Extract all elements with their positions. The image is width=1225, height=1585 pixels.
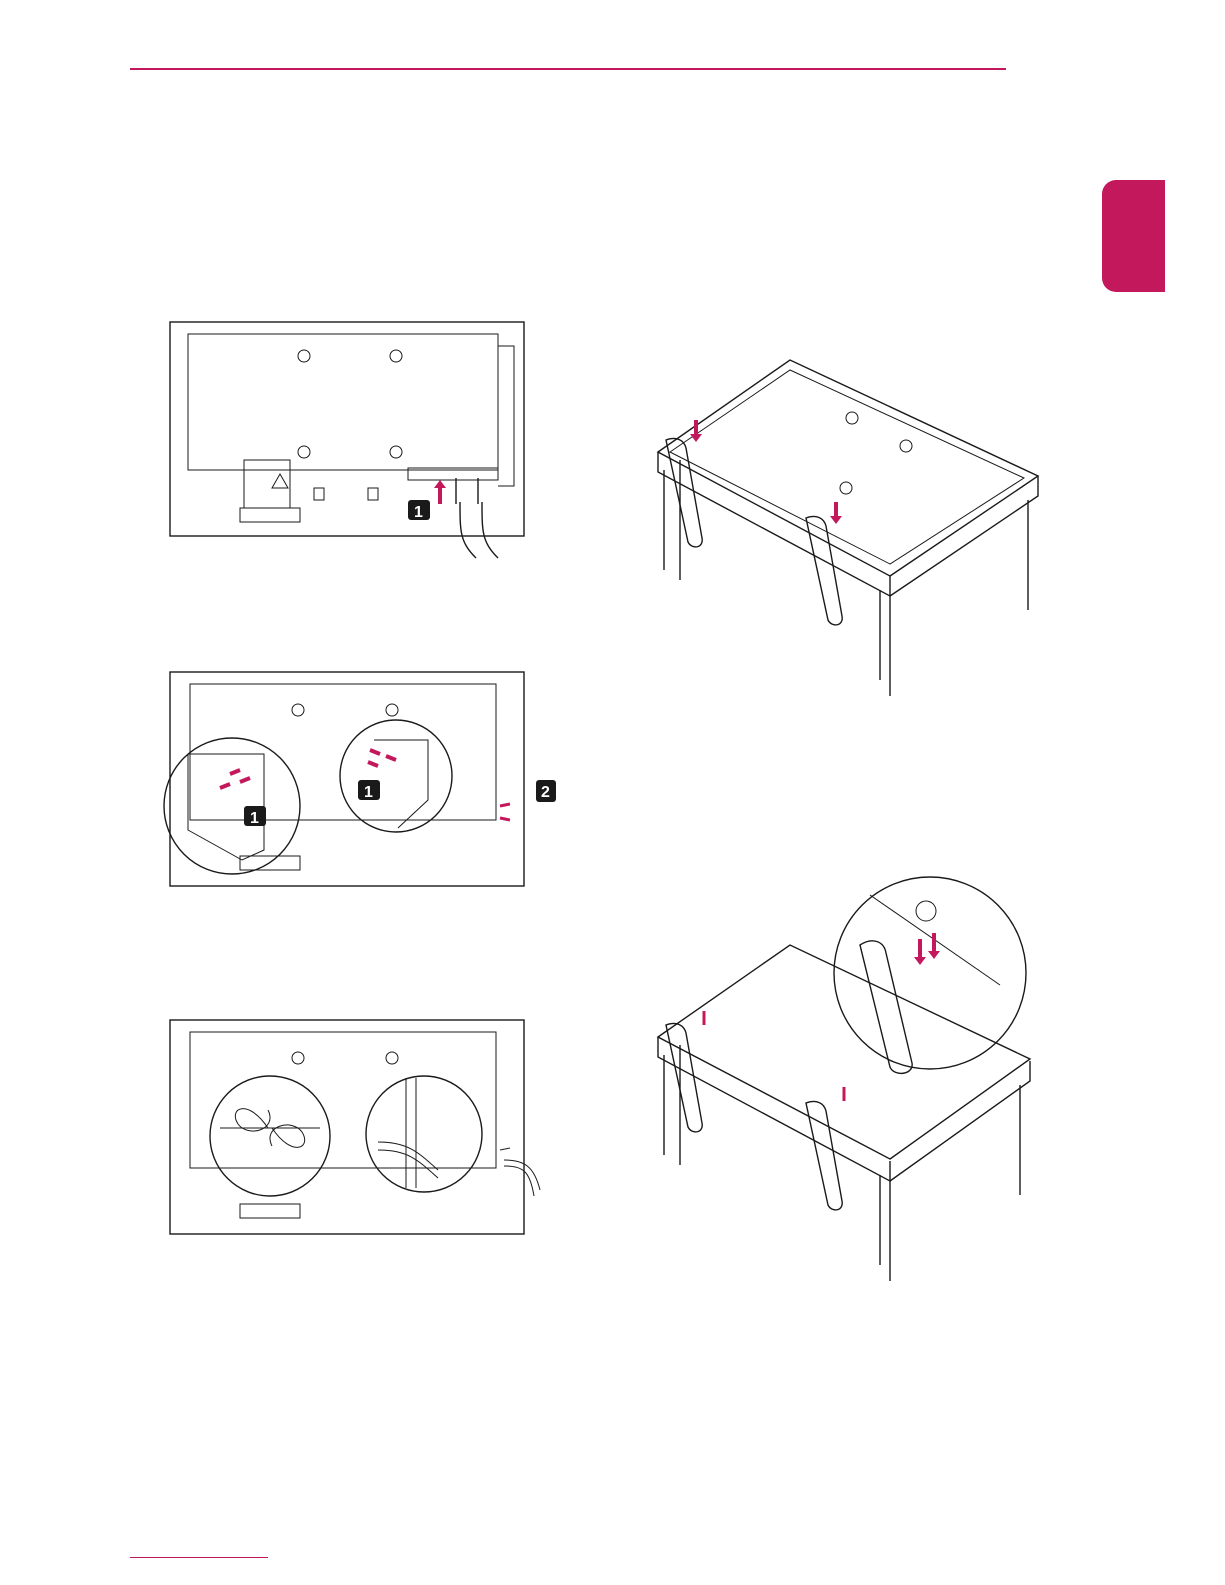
- table-legs: [664, 460, 1028, 696]
- down-arrow-icon: [690, 434, 702, 442]
- footer-rule: [130, 1557, 268, 1558]
- stand-right: [806, 516, 842, 625]
- vesa-hole-icon: [916, 901, 936, 921]
- zoom-callout-right: [340, 720, 452, 832]
- cable-lines: [378, 1078, 438, 1188]
- step-badge-label: 1: [414, 504, 423, 521]
- step-badge-label: 2: [541, 784, 550, 801]
- monitor-back-panel: [170, 1020, 524, 1234]
- cable-tie-icon: [220, 1109, 320, 1148]
- header-rule: [130, 68, 1006, 70]
- step-badge-label: 1: [250, 810, 259, 827]
- monitor-back-panel: [170, 672, 524, 886]
- table-legs: [664, 1045, 1020, 1281]
- zoom-callout-left: [164, 738, 300, 874]
- step-badge-label: 1: [364, 784, 373, 801]
- figure-remove-cables: 1: [168, 320, 528, 570]
- monitor-face-down: [658, 360, 1038, 576]
- vesa-hole-icon: [292, 704, 304, 716]
- language-tab[interactable]: [1102, 180, 1165, 292]
- vesa-hole-icon: [292, 1052, 304, 1064]
- stand-right-zoomed: [860, 941, 912, 1074]
- screw-down-arrow-icon: [914, 951, 940, 965]
- power-socket-plate: [244, 460, 290, 508]
- zoom-callout-cable-route: [366, 1076, 482, 1192]
- figure-tie-cables: [160, 1018, 550, 1243]
- zoom-callout-screws: [834, 877, 1026, 1069]
- monitor-back-panel: [170, 322, 524, 536]
- figure-attach-brackets: 1 1 2: [160, 670, 560, 895]
- cable-lines: [460, 502, 498, 558]
- figure-insert-stands: [640, 350, 1050, 710]
- figure-fasten-stands: [640, 875, 1040, 1285]
- down-arrow-icon: [830, 516, 842, 524]
- vesa-hole-icon: [298, 350, 310, 362]
- warning-triangle-icon: [272, 474, 288, 488]
- button-strip: [240, 508, 300, 522]
- monitor-face-down: [658, 945, 1030, 1159]
